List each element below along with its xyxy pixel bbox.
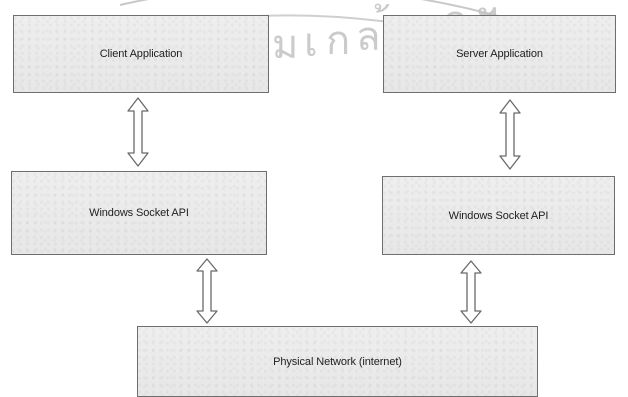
server-application-box: Server Application [383,15,616,93]
server-application-label: Server Application [456,48,543,60]
arrow-server-app-to-api [499,99,521,170]
svg-text:ม: ม [272,22,298,68]
client-socket-api-label: Windows Socket API [89,207,189,219]
physical-network-label: Physical Network (internet) [273,355,402,368]
server-socket-api-label: Windows Socket API [448,209,549,222]
svg-text:ล: ล [356,14,381,60]
arrow-client-app-to-api [127,97,149,167]
client-application-label: Client Application [99,48,183,60]
arrow-server-api-to-network [460,260,482,324]
arrow-client-api-to-network [196,258,218,324]
svg-text:้: ้ [374,3,390,13]
client-socket-api-box: Windows Socket API [11,171,267,255]
client-application-box: Client Application [13,15,269,93]
svg-text:เ: เ [304,20,318,66]
physical-network-box: Physical Network (internet) [137,326,538,397]
server-socket-api-box: Windows Socket API [382,176,615,255]
svg-text:ก: ก [326,18,350,64]
